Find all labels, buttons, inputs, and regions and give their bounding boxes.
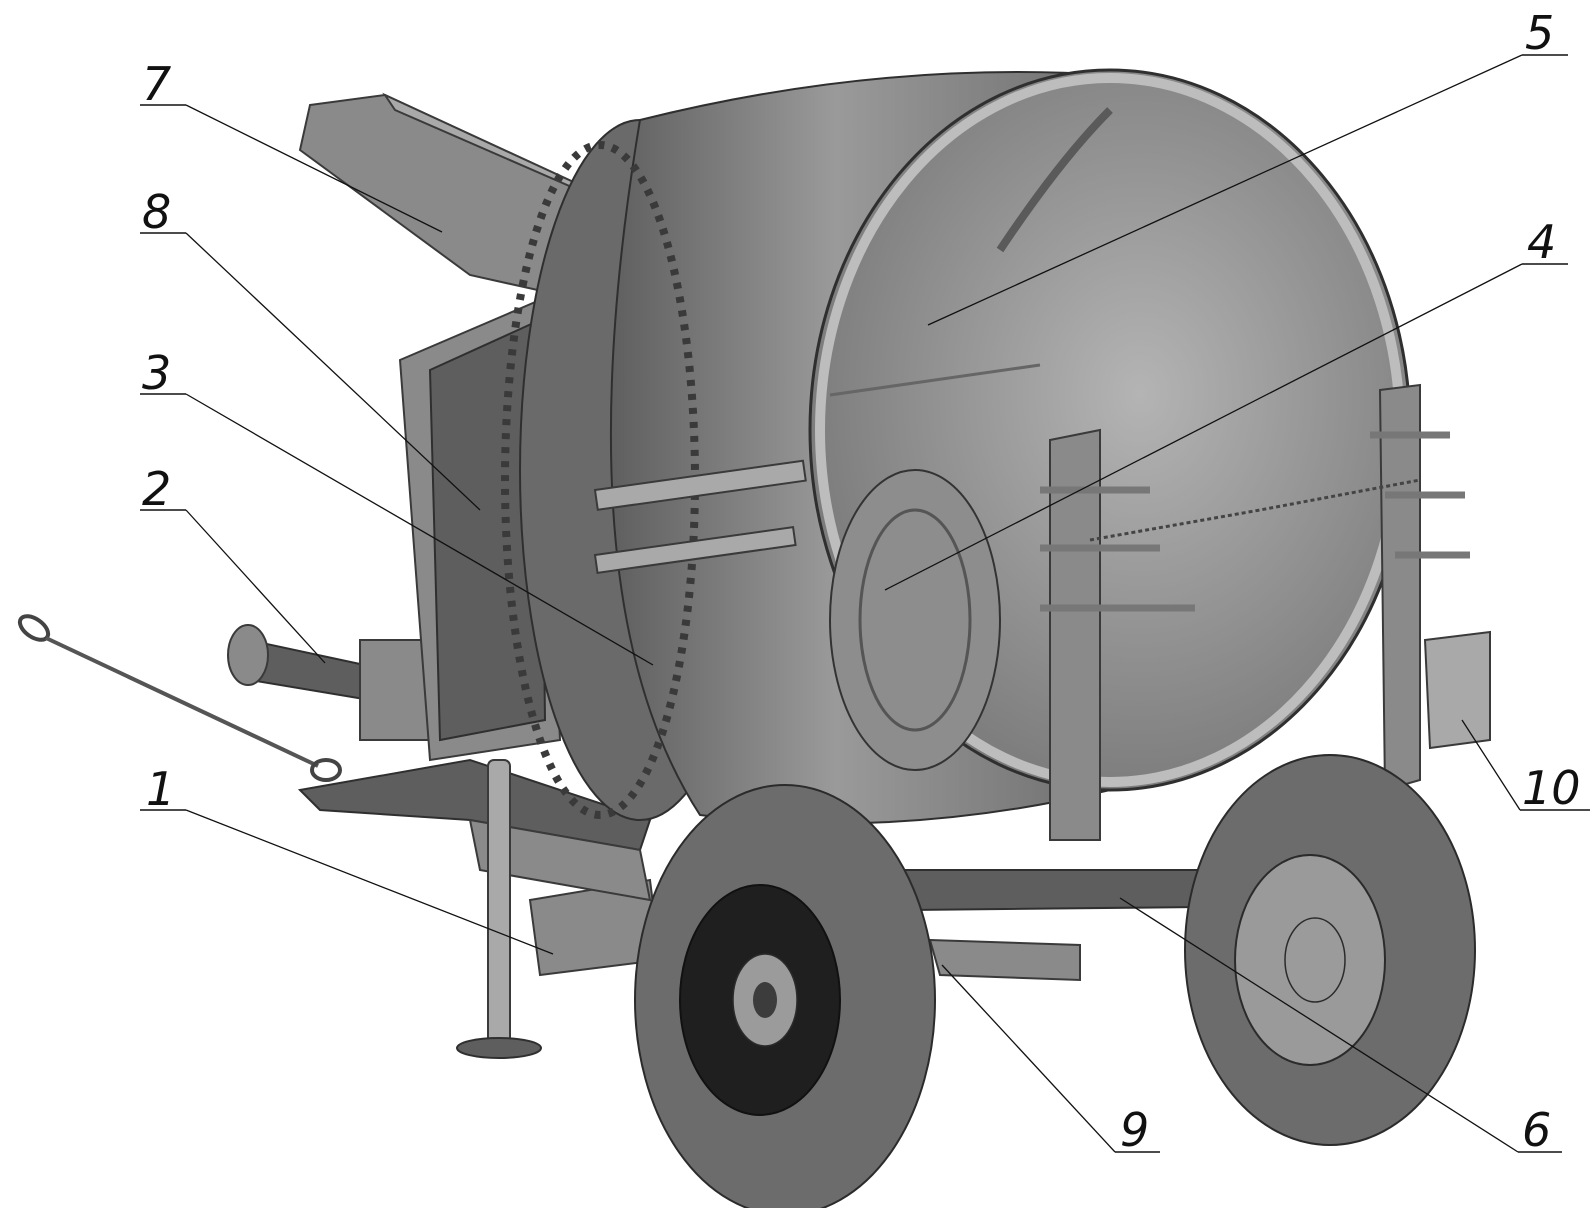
callout-6: 6 (1522, 1103, 1551, 1157)
callout-9: 9 (1120, 1103, 1149, 1157)
callout-2: 2 (142, 462, 171, 516)
callout-8: 8 (142, 185, 171, 239)
driveshaft (227, 624, 431, 741)
callout-7: 7 (142, 57, 171, 111)
hopper-conveyor (298, 92, 592, 762)
front-wheel (634, 784, 936, 1208)
callout-labels: 1 2 3 4 5 6 7 8 9 10 (142, 6, 1581, 1157)
rear-wheel (1184, 754, 1476, 1146)
callout-leaders (140, 54, 1590, 1153)
callout-1: 1 (146, 762, 175, 816)
tow-cable (17, 614, 342, 782)
callout-4: 4 (1527, 215, 1556, 269)
callout-5: 5 (1525, 6, 1554, 60)
frame (297, 758, 662, 1059)
callout-10: 10 (1522, 761, 1581, 815)
drum (501, 68, 1412, 825)
callout-3: 3 (142, 346, 171, 400)
rear-support (1040, 383, 1491, 841)
